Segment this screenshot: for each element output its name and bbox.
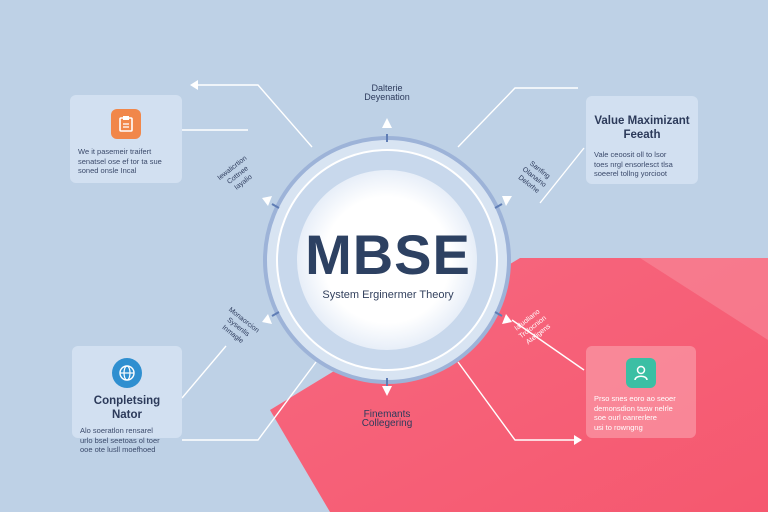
globe-icon (112, 358, 142, 388)
card-bottom-right: Prso snes eoro ao seoer demonsdion tasw … (586, 346, 696, 438)
connector-bottom-right (457, 361, 578, 441)
pink-accent-highlight (640, 258, 768, 340)
ring-ticks (271, 134, 503, 386)
card-top-left-body: We it pasemeir traifert senatsel ose ef … (78, 147, 162, 175)
card-bottom-left-title: Conpletsing Nator (93, 395, 161, 421)
arrow-bottom-right (574, 435, 582, 445)
connector-right-upper (539, 147, 585, 204)
connector-top-left (193, 84, 313, 148)
arrow-right-lower (502, 314, 512, 324)
card-top-right: Value Maximizant Feeath Vale ceoosit oll… (586, 96, 698, 184)
card-top-right-body: Vale ceoosit oll to lsor toes nrgl ensor… (594, 150, 673, 178)
center-title: MBSE (305, 223, 471, 286)
user-icon (626, 358, 656, 388)
center-subtitle: System Erginermer Theory (322, 289, 454, 301)
connector-right-lower (511, 319, 585, 371)
connector-top-right (457, 87, 578, 148)
arrow-top-left (190, 80, 198, 90)
arrow-left-lower (262, 314, 272, 324)
card-bottom-left-body: Alo soeratlon rensarel urlo bsel seetoas… (80, 426, 160, 454)
connector-bottom-left (182, 361, 317, 441)
pink-accent-region (270, 258, 768, 512)
top-label: Dalterie Deyenation (364, 83, 410, 102)
clipboard-icon (111, 109, 141, 139)
bottom-label: Finemants Collegering (361, 409, 413, 429)
card-bottom-left: Conpletsing Nator Alo soeratlon rensarel… (72, 346, 182, 454)
card-top-right-title: Value Maximizant Feeath (594, 115, 690, 141)
arrow-bottom (382, 386, 392, 396)
card-bottom-right-body: Prso snes eoro ao seoer demonsdion tasw … (594, 394, 676, 432)
card-top-left: We it pasemeir traifert senatsel ose ef … (70, 95, 182, 183)
center-disc (297, 170, 477, 350)
connector-left-lower (181, 345, 227, 399)
connector-lines (181, 84, 585, 441)
arrow-left-upper (262, 196, 272, 206)
arrow-right-upper (502, 196, 512, 206)
connector-arrowheads (190, 80, 582, 445)
arrow-top (382, 118, 392, 128)
